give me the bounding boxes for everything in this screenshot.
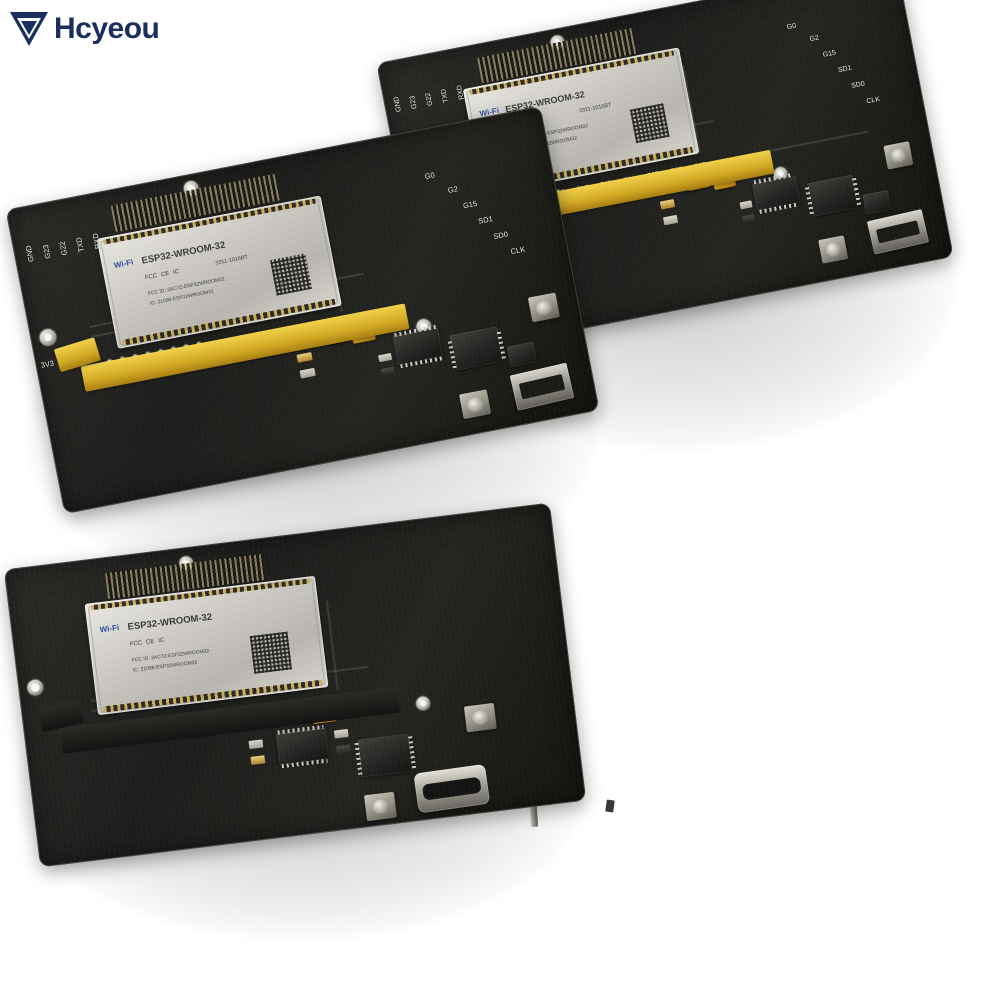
smd-diode xyxy=(506,341,538,368)
smd-resistor xyxy=(333,728,349,739)
pin-label-row-bottom: V5 CMD SD3 SD2 G13 GND G12 G14 G27 G26 G… xyxy=(376,0,896,215)
enable-reset-button[interactable] xyxy=(463,702,497,733)
smd-resistor xyxy=(335,744,351,755)
pin-label-row-right: G0 G2 G15 SD1 SD0 CLK xyxy=(786,22,881,106)
module-qr-code xyxy=(249,631,293,674)
voltage-regulator-ic xyxy=(392,324,444,369)
smd-capacitor xyxy=(659,199,676,210)
smd-diode xyxy=(862,190,892,215)
module-qr-code xyxy=(629,103,670,144)
boot-button[interactable] xyxy=(459,389,492,420)
usb-uart-bridge-ic xyxy=(804,174,862,217)
smd-resistor xyxy=(742,214,756,224)
triangle-logo xyxy=(8,8,50,50)
voltage-regulator-ic xyxy=(275,724,330,769)
ic-mark: IC xyxy=(172,268,180,276)
smd-resistor xyxy=(378,352,393,363)
mounting-hole xyxy=(25,677,46,698)
smd-capacitor xyxy=(662,214,679,226)
smd-resistor xyxy=(739,200,753,210)
boot-button[interactable] xyxy=(818,235,849,264)
watermark: Hcyeou xyxy=(8,8,160,50)
micro-usb-connector[interactable] xyxy=(509,362,575,411)
pin-label-row-left: 3V3 EN xyxy=(376,0,896,217)
usb-uart-bridge-ic xyxy=(354,733,417,778)
smd-resistor xyxy=(380,366,395,377)
usb-c-connector[interactable] xyxy=(413,763,491,814)
enable-reset-button[interactable] xyxy=(527,292,561,323)
enable-reset-button[interactable] xyxy=(883,141,914,170)
mounting-hole xyxy=(414,694,433,713)
micro-usb-connector[interactable] xyxy=(866,209,930,255)
ce-mark: CE xyxy=(145,638,155,646)
watermark-text: Hcyeou xyxy=(54,12,160,45)
mounting-hole xyxy=(36,326,60,349)
stray-speck xyxy=(605,799,615,813)
boot-button[interactable] xyxy=(363,791,397,822)
module-qr-code xyxy=(269,253,313,296)
voltage-regulator-ic xyxy=(752,172,801,214)
usb-uart-bridge-ic xyxy=(447,326,506,371)
smd-capacitor xyxy=(296,352,313,363)
pin-label-row-top: GND G23 G22 TXD RXD xyxy=(393,84,466,113)
smd-capacitor xyxy=(250,755,266,765)
ic-mark: IC xyxy=(157,637,165,645)
smd-capacitor xyxy=(299,367,316,379)
smd-capacitor xyxy=(248,739,264,750)
